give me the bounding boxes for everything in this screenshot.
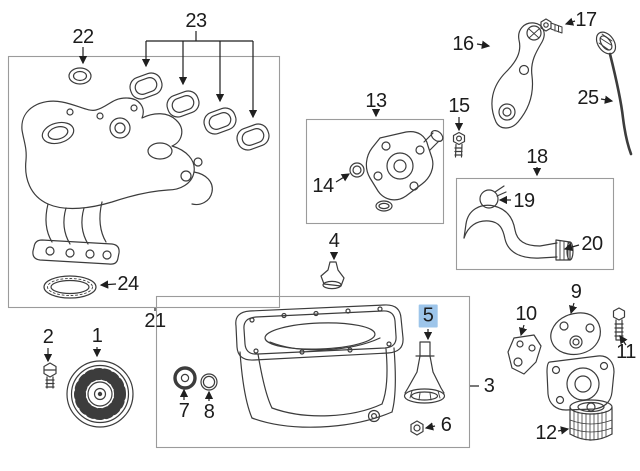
callout-5-selected[interactable]: 5 [418, 304, 438, 328]
gasket-10-drawing [507, 334, 542, 375]
callout-20[interactable]: 20 [581, 233, 603, 255]
bolt-11-drawing [612, 307, 626, 341]
pipe-4-drawing [320, 261, 345, 290]
oring-8-drawing [200, 373, 218, 391]
callout-4[interactable]: 4 [328, 230, 340, 252]
bolt-15-drawing [452, 131, 466, 158]
callout-8[interactable]: 8 [203, 401, 215, 423]
callout-13[interactable]: 13 [365, 90, 387, 112]
strainer-5-drawing [403, 341, 446, 404]
intake-manifold-drawing [21, 97, 213, 265]
callout-17[interactable]: 17 [575, 9, 597, 31]
callout-19[interactable]: 19 [513, 190, 535, 212]
pump-9-drawing [546, 312, 615, 411]
gasket-23-drawing [129, 72, 270, 151]
bolt-2-drawing [43, 362, 57, 389]
callout-6[interactable]: 6 [440, 414, 452, 436]
ring-24-drawing [43, 275, 97, 299]
nut-6-drawing [410, 420, 424, 436]
callout-16[interactable]: 16 [452, 33, 474, 55]
callout-7[interactable]: 7 [178, 400, 190, 422]
bracket-16-drawing [491, 22, 545, 129]
oil-filter-12-drawing [569, 399, 613, 441]
callout-15[interactable]: 15 [448, 95, 470, 117]
pulley-1-drawing [66, 360, 134, 428]
bolt-17-drawing [540, 18, 563, 34]
callout-3[interactable]: 3 [483, 375, 495, 397]
cap-22-drawing [68, 67, 92, 85]
group-box-13 [305, 118, 445, 225]
oil-cooler-13-drawing [365, 129, 444, 201]
clamp-19-drawing [479, 185, 507, 209]
callout-22[interactable]: 22 [72, 26, 94, 48]
callout-21[interactable]: 21 [144, 310, 166, 332]
group-box-3 [155, 295, 471, 449]
callout-14[interactable]: 14 [312, 175, 334, 197]
callout-9[interactable]: 9 [570, 281, 582, 303]
connector-20-drawing [555, 239, 574, 261]
oring-14-drawing [349, 162, 393, 212]
callout-24[interactable]: 24 [117, 273, 139, 295]
dipstick-25-drawing [595, 31, 633, 156]
callout-23[interactable]: 23 [185, 10, 207, 32]
callout-1[interactable]: 1 [91, 325, 103, 347]
seal-7-drawing [173, 366, 197, 390]
callout-2[interactable]: 2 [42, 326, 54, 348]
callout-25[interactable]: 25 [577, 87, 599, 109]
callout-10[interactable]: 10 [515, 303, 537, 325]
callout-18[interactable]: 18 [526, 146, 548, 168]
group-box-18 [455, 177, 615, 271]
hose-18-drawing [463, 204, 558, 259]
callout-12[interactable]: 12 [535, 422, 557, 444]
callout-11[interactable]: 11 [616, 341, 636, 363]
oil-pan-drawing [235, 304, 404, 428]
group-boxes [7, 55, 615, 449]
leader-lines [43, 17, 628, 435]
group-box-21 [7, 55, 281, 309]
